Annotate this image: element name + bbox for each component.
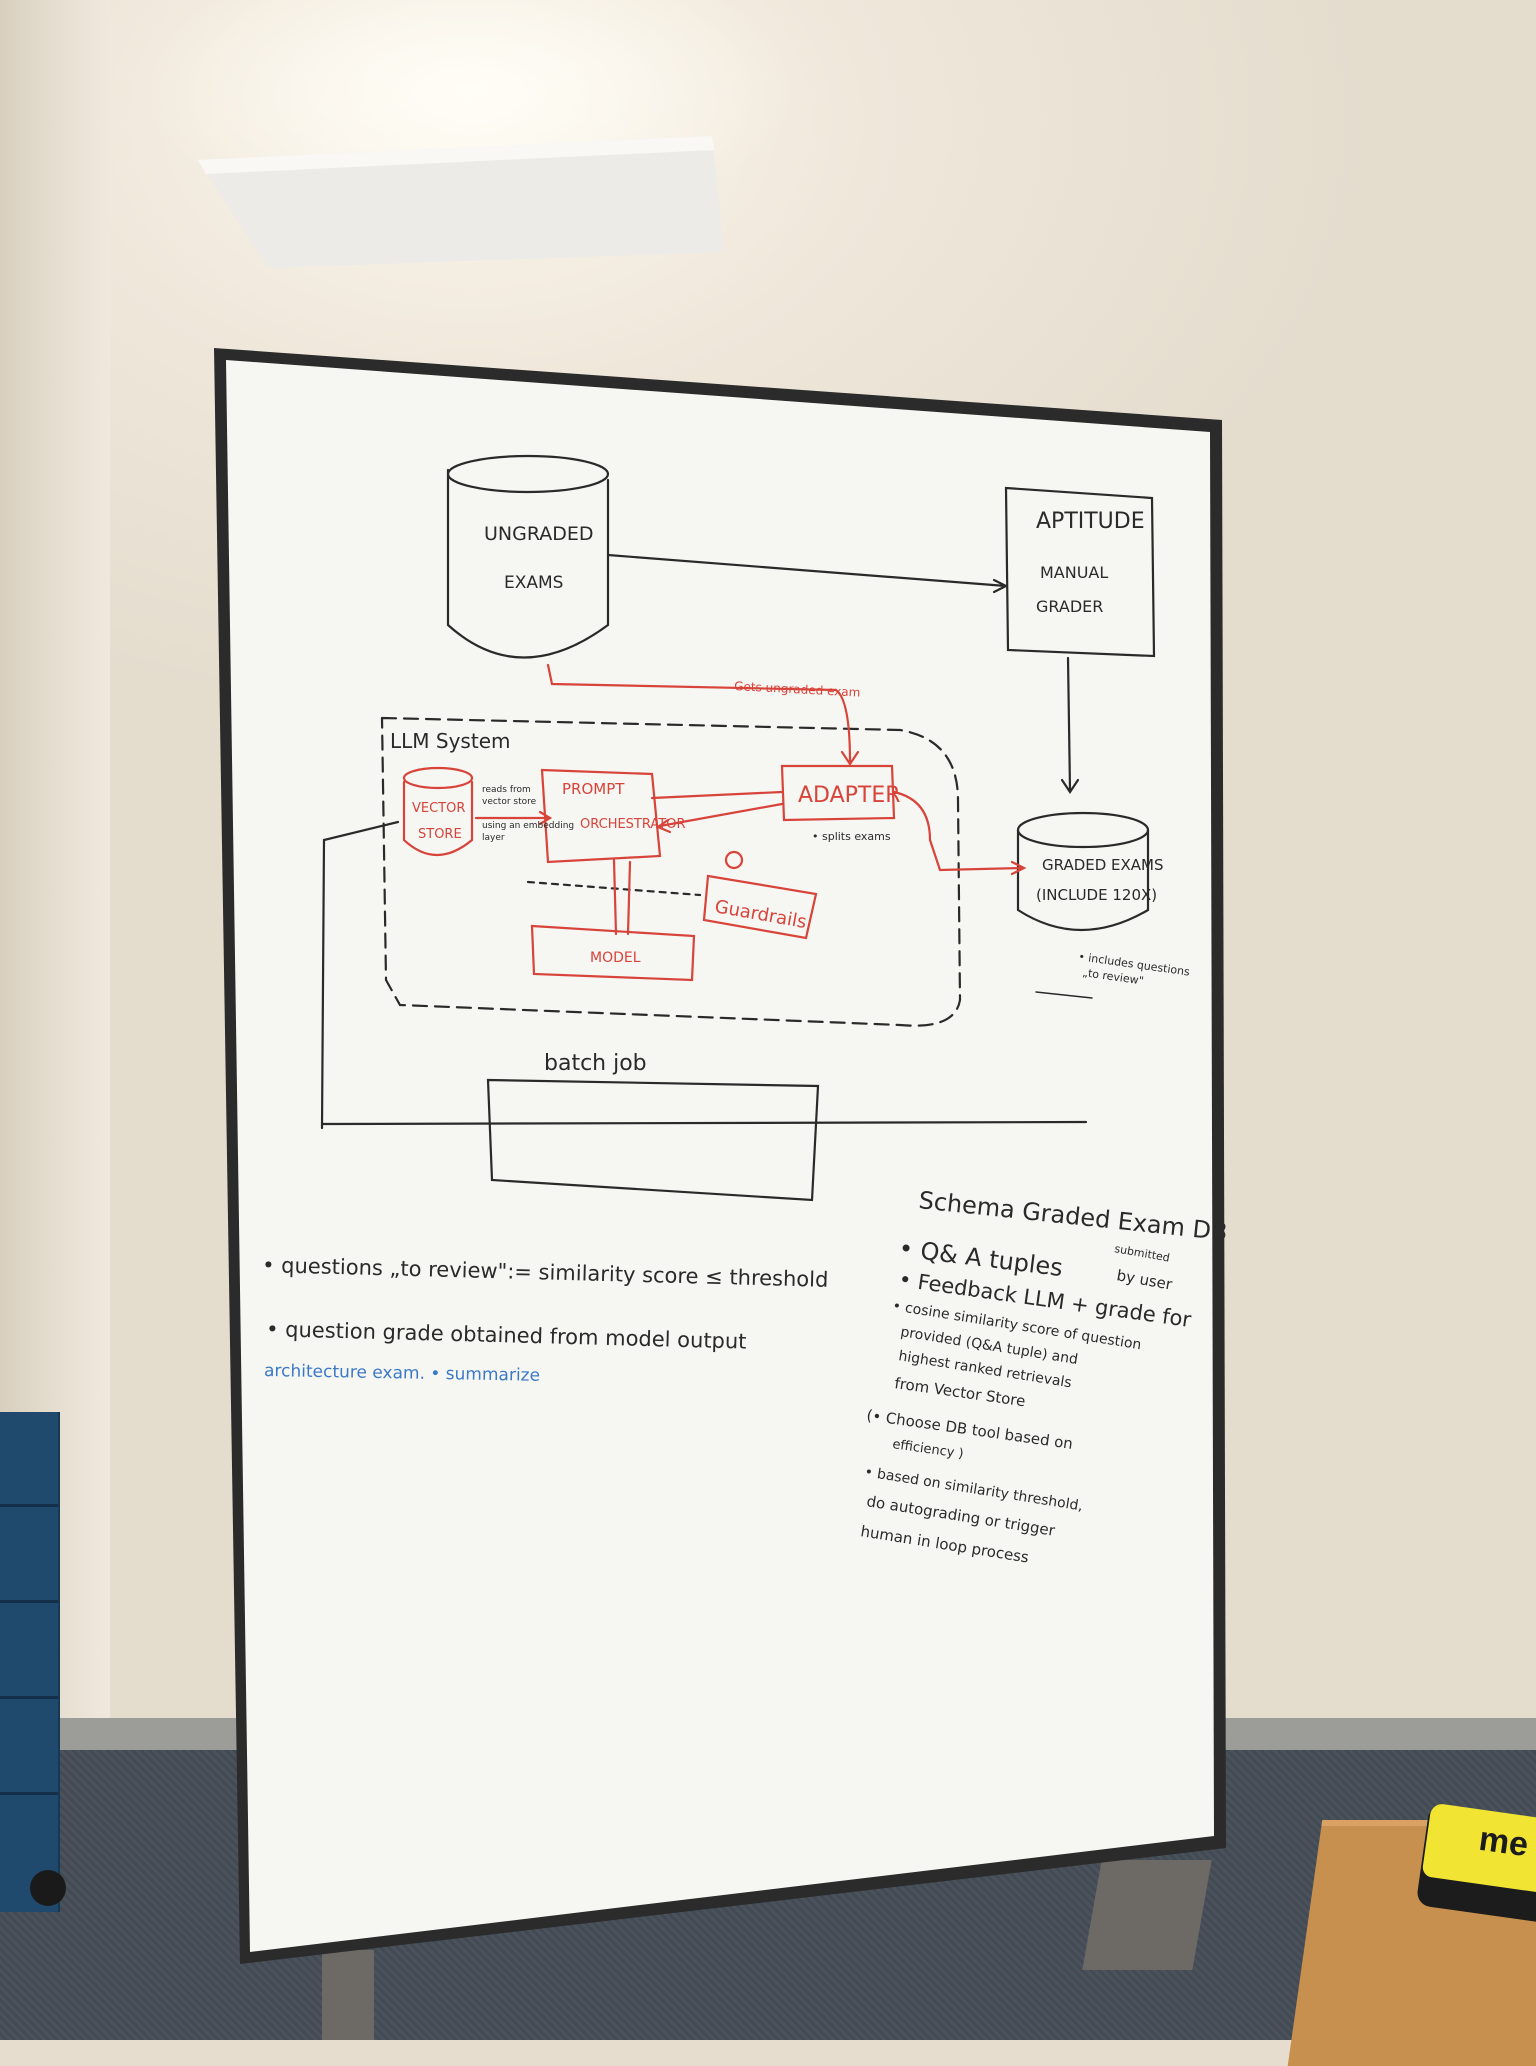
llm-system-label: LLM System [390, 729, 510, 753]
splits-exams-note: • splits exams [812, 830, 891, 843]
adapter-label: ADAPTER [798, 783, 901, 808]
drawer-line [0, 1600, 58, 1603]
reads-note-4: layer [482, 833, 505, 843]
orchestrator-label: ORCHESTRATOR [580, 817, 685, 832]
reads-note-2: vector store [482, 797, 537, 807]
cabinet-wheel [30, 1870, 66, 1906]
wall-lamp [140, 0, 800, 268]
storage-cabinet [0, 1412, 60, 1912]
store-label: STORE [418, 827, 462, 842]
model-label: MODEL [590, 950, 641, 966]
arrow-to-adapter [546, 663, 852, 764]
note-blue-architecture: architecture exam. • summarize [264, 1361, 540, 1386]
ungraded-exams-cylinder [446, 468, 610, 659]
prompt-label: PROMPT [562, 780, 625, 798]
graded-exams-label: GRADED EXAMS [1042, 856, 1164, 874]
guardrails-box [702, 874, 818, 940]
drawer-line [0, 1696, 58, 1699]
diagram-red-lines [402, 663, 1027, 982]
refresh-icon [724, 850, 744, 870]
arrow-to-graded-exams [892, 790, 1024, 872]
adapter-box [780, 764, 896, 822]
orch-to-model [612, 858, 618, 936]
prompt-orchestrator-box [540, 768, 662, 864]
arrowhead [1060, 778, 1080, 794]
model-box [530, 924, 696, 982]
ungraded-label: UNGRADED [484, 523, 594, 545]
exams-label: EXAMS [504, 573, 563, 593]
arrowhead [538, 810, 553, 826]
model-to-orch [626, 860, 632, 936]
batch-loop-line [320, 820, 400, 1130]
diagram-black-lines [320, 454, 1156, 1202]
batch-job-label: batch job [544, 1051, 647, 1076]
manual-label: MANUAL [1040, 563, 1108, 582]
arrow-adapter-orch [658, 802, 784, 828]
include-label: (INCLUDE 120X) [1036, 886, 1157, 904]
grader-label: GRADER [1036, 597, 1103, 616]
vector-store-cylinder [402, 780, 474, 857]
batch-loop-line [320, 1120, 1088, 1126]
drawer-line [0, 1792, 58, 1795]
stand-leg [322, 1950, 374, 2040]
batch-job-box [486, 1078, 820, 1202]
gets-ungraded-label: Gets ungraded exam [734, 679, 861, 700]
arrowhead [840, 750, 860, 766]
cylinder-top [1016, 811, 1150, 849]
aptitude-grader-box [1004, 486, 1156, 658]
graded-exams-cylinder [1016, 828, 1150, 931]
vector-label: VECTOR [412, 801, 465, 816]
drawer-line [0, 1504, 58, 1507]
reads-note-3: using an embedding [482, 821, 574, 831]
note-pointer [1035, 991, 1093, 999]
arrowhead [1010, 860, 1027, 876]
llm-system-boundary [380, 716, 962, 1027]
arrowhead [655, 818, 672, 834]
board-surface [226, 360, 1214, 1952]
arrow-to-grader [606, 553, 1008, 588]
cylinder-top [402, 766, 474, 790]
arrow-to-graded [1066, 656, 1072, 792]
arrow-orch-adapter [650, 790, 784, 800]
cylinder-top [446, 454, 610, 494]
aptitude-label: APTITUDE [1036, 509, 1145, 534]
reads-note-1: reads from [482, 785, 531, 795]
arrowhead [992, 578, 1009, 594]
